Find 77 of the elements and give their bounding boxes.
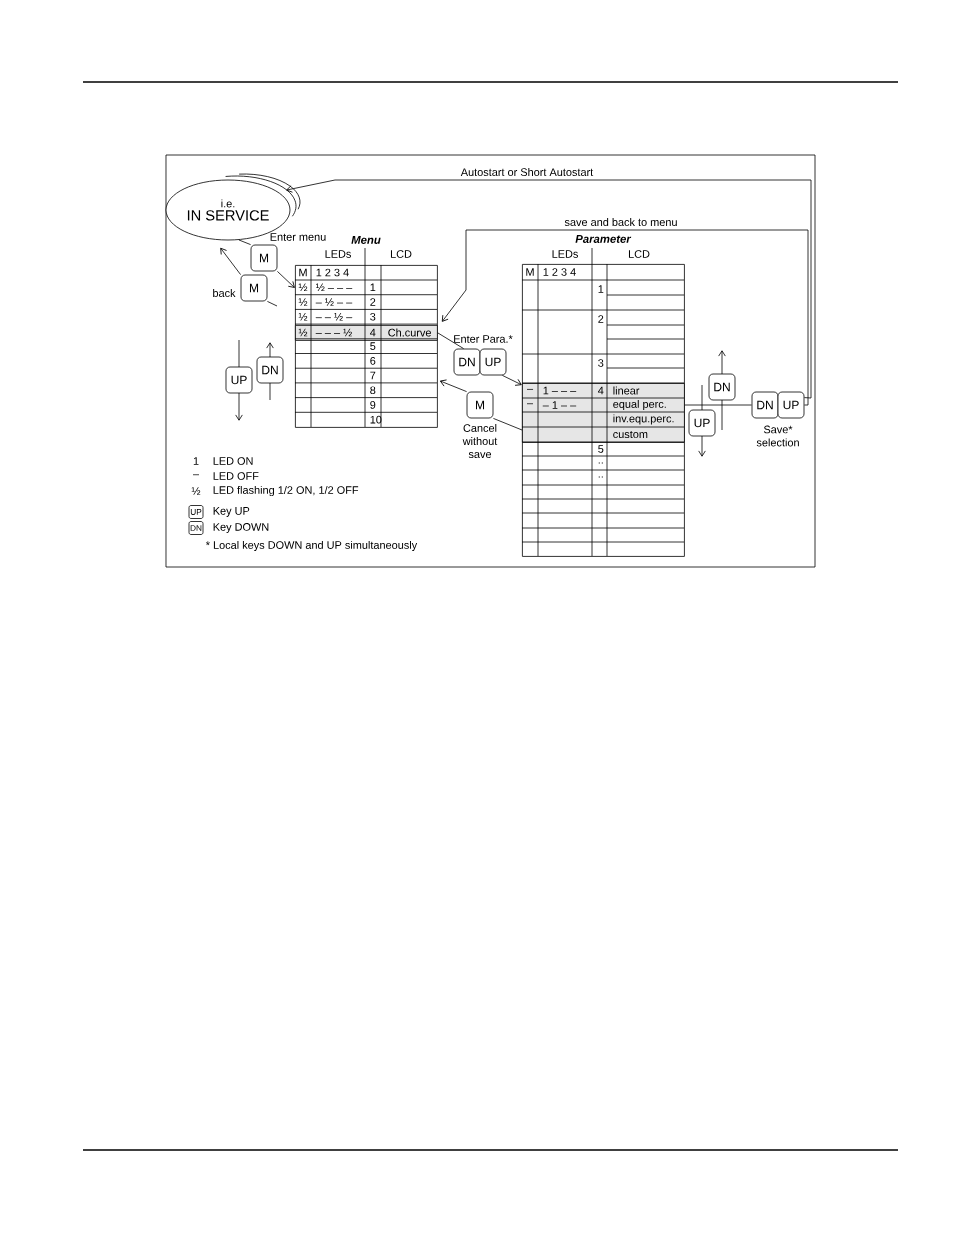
row-number: 4 — [598, 386, 604, 395]
arrow — [502, 375, 522, 386]
row-number: 1 — [598, 285, 604, 293]
connector-line — [437, 332, 464, 349]
connector-line — [684, 404, 752, 406]
connector-line — [267, 301, 278, 307]
led-symbol: ½ — [298, 328, 308, 337]
row-number: 7 — [370, 371, 376, 380]
highlighted-row — [295, 325, 438, 341]
row-number: 1 — [370, 283, 376, 292]
column-heading: M — [526, 268, 534, 276]
row-number: 3 — [598, 359, 604, 367]
key-caption: Enter Para.* — [454, 335, 513, 343]
led-pattern: – 1 – – — [542, 401, 577, 409]
legend-symbol: 1 — [193, 457, 199, 465]
led-symbol: ½ — [298, 298, 308, 306]
row-number: 6 — [370, 357, 376, 365]
footnote: * Local keys DOWN and UP simultaneously — [205, 540, 418, 552]
row-number: 4 — [370, 328, 376, 337]
legend-symbol: – — [192, 474, 200, 476]
lcd-text: custom — [613, 430, 648, 439]
key-caption: Save* selection — [756, 425, 799, 447]
arrow — [439, 379, 467, 392]
key: M — [466, 391, 494, 419]
led-symbol: ½ — [298, 283, 308, 292]
legend-symbol: ½ — [191, 487, 201, 495]
lcd-text: inv.equ.perc. — [613, 414, 674, 425]
row-number: 2 — [370, 298, 376, 306]
key: M — [240, 274, 268, 302]
row-number: 9 — [370, 401, 376, 409]
table-title: Parameter — [575, 235, 632, 243]
legend-text: LED flashing 1/2 ON, 1/2 OFF — [213, 485, 359, 497]
led-pattern: ½ – – – — [316, 283, 353, 292]
row-number: 8 — [370, 386, 376, 395]
table-title: Menu — [351, 236, 381, 244]
legend-text: Key UP — [213, 507, 250, 517]
column-heading: 1 2 3 4 — [316, 268, 349, 277]
lcd-text: Ch.curve — [388, 328, 431, 337]
key: DN — [453, 348, 481, 376]
column-heading: 1 2 3 4 — [543, 268, 576, 276]
lcd-text: linear — [613, 386, 640, 395]
connector-line — [238, 239, 251, 245]
lcd-text: equal perc. — [613, 399, 666, 411]
key-caption: Cancel without save — [462, 423, 498, 459]
key: UP — [777, 391, 805, 419]
connector-line — [493, 418, 523, 431]
key: DN — [751, 391, 779, 419]
key: UP — [225, 366, 253, 394]
column-heading: LCD — [390, 250, 412, 258]
key: DN — [708, 373, 736, 401]
column-heading: LEDs — [552, 250, 578, 258]
arrow — [220, 247, 241, 275]
led-symbol: – — [526, 403, 534, 405]
arrow — [441, 229, 809, 406]
legend-text: LED OFF — [213, 472, 259, 480]
key: DN — [256, 356, 284, 384]
edge-label: save and back to menu — [563, 216, 679, 228]
column-heading: M — [299, 268, 307, 277]
led-symbol: – — [526, 388, 534, 390]
arrow — [277, 271, 295, 288]
led-pattern: 1 – – – — [543, 386, 577, 395]
led-pattern: – ½ – – — [315, 298, 353, 306]
row-number: 2 — [598, 315, 604, 323]
row-number: .. — [598, 476, 603, 478]
key-caption: back — [213, 289, 236, 297]
legend-text: Key DOWN — [213, 523, 269, 533]
legend-text: LED ON — [213, 457, 253, 465]
column-heading: LCD — [628, 250, 650, 258]
arrow — [286, 179, 812, 399]
column-heading: LEDs — [325, 250, 351, 258]
key: UP — [479, 348, 507, 376]
led-pattern: – – – ½ — [315, 328, 352, 337]
row-number: .. — [598, 462, 603, 464]
edge-label: Autostart or Short Autostart — [459, 166, 595, 178]
row-number: 10 — [370, 415, 382, 424]
key: UP — [688, 409, 716, 437]
key: M — [250, 244, 278, 272]
